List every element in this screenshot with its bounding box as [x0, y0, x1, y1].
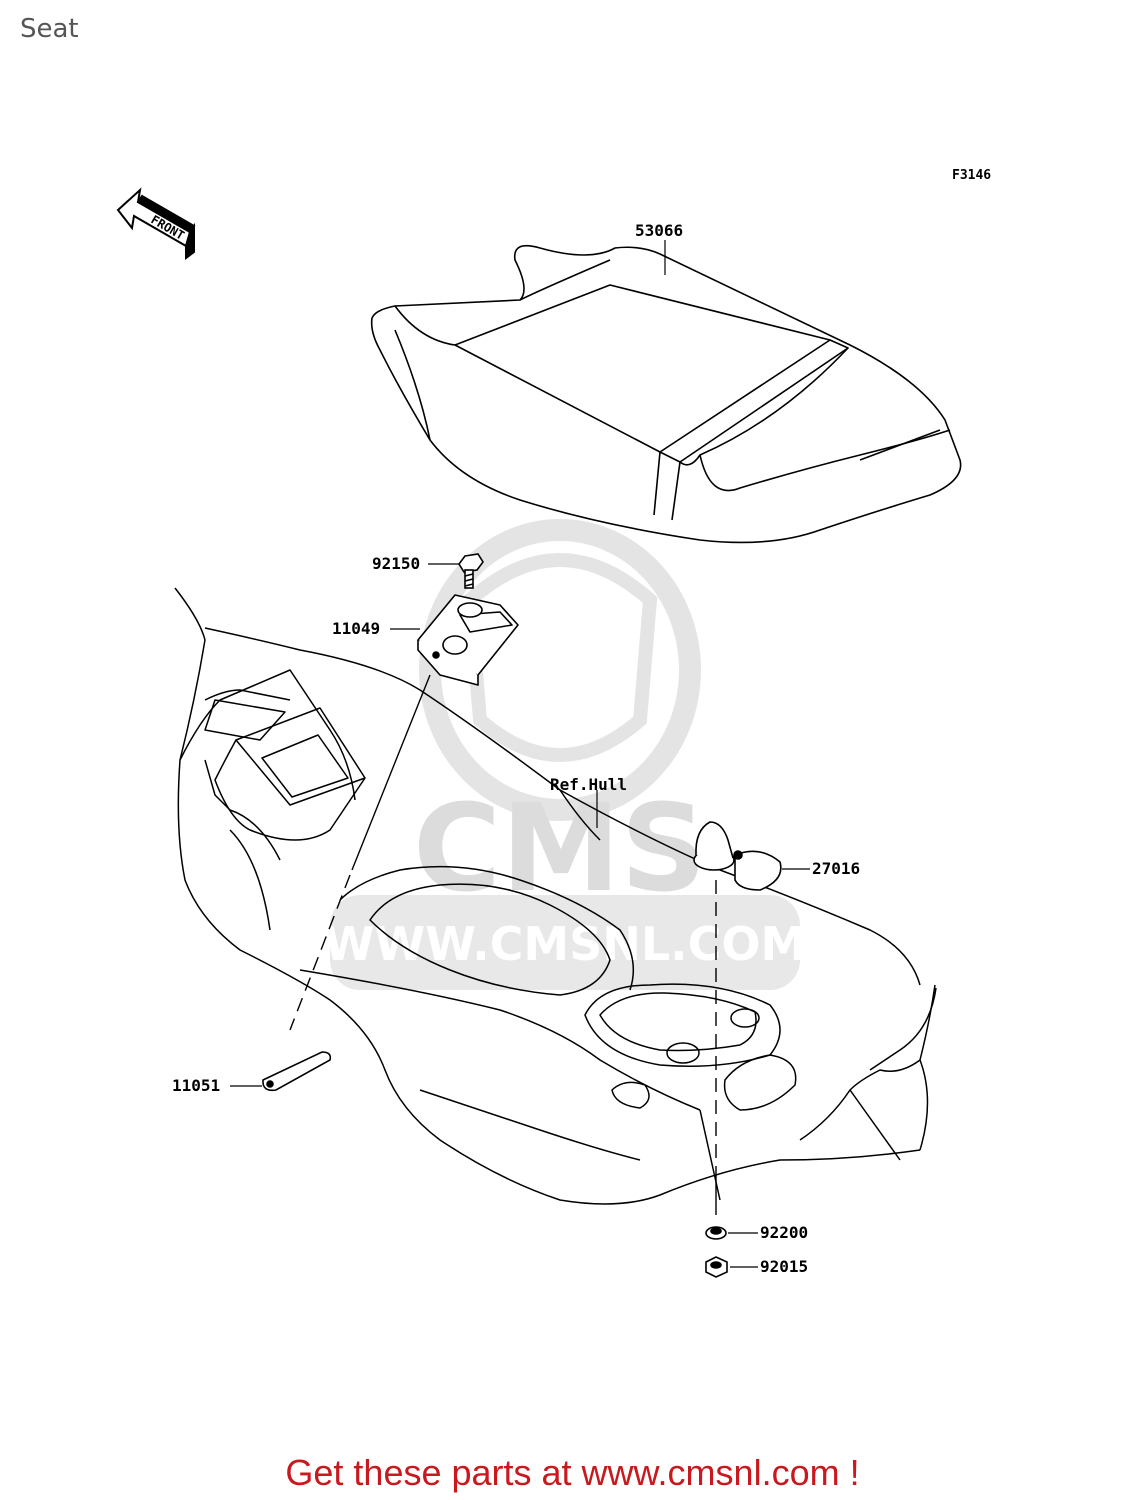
figure-code: F3146	[952, 168, 991, 183]
hull-body	[174, 587, 937, 1205]
page-title: Seat	[20, 14, 79, 44]
callout-nut: 92015	[760, 1257, 808, 1276]
nut-part	[705, 1256, 728, 1278]
callout-seat: 53066	[635, 221, 683, 240]
footer-banner: Get these parts at www.cmsnl.com !	[0, 1452, 1145, 1494]
watermark-brand: CMS	[413, 780, 707, 919]
stopper-part	[693, 821, 782, 891]
front-arrow-icon: FRONT	[116, 187, 196, 260]
callout-bolt: 92150	[372, 554, 420, 573]
callout-plate: 11051	[172, 1076, 220, 1095]
callout-stopper: 27016	[812, 859, 860, 878]
bolt-part	[458, 553, 484, 589]
watermark-url: WWW.CMSNL.COM	[324, 917, 807, 971]
callout-ref-hull: Ref.Hull	[550, 775, 627, 794]
bracket-part	[417, 594, 519, 686]
plate-part	[262, 1051, 332, 1092]
footer-link[interactable]: Get these parts at www.cmsnl.com !	[285, 1452, 860, 1493]
seat-part	[370, 244, 962, 544]
cmsnl-watermark: CMS WWW.CMSNL.COM	[324, 519, 807, 990]
washer-part	[705, 1226, 727, 1240]
callout-bracket: 11049	[332, 619, 380, 638]
callout-washer: 92200	[760, 1223, 808, 1242]
guide-lines	[289, 674, 717, 1215]
